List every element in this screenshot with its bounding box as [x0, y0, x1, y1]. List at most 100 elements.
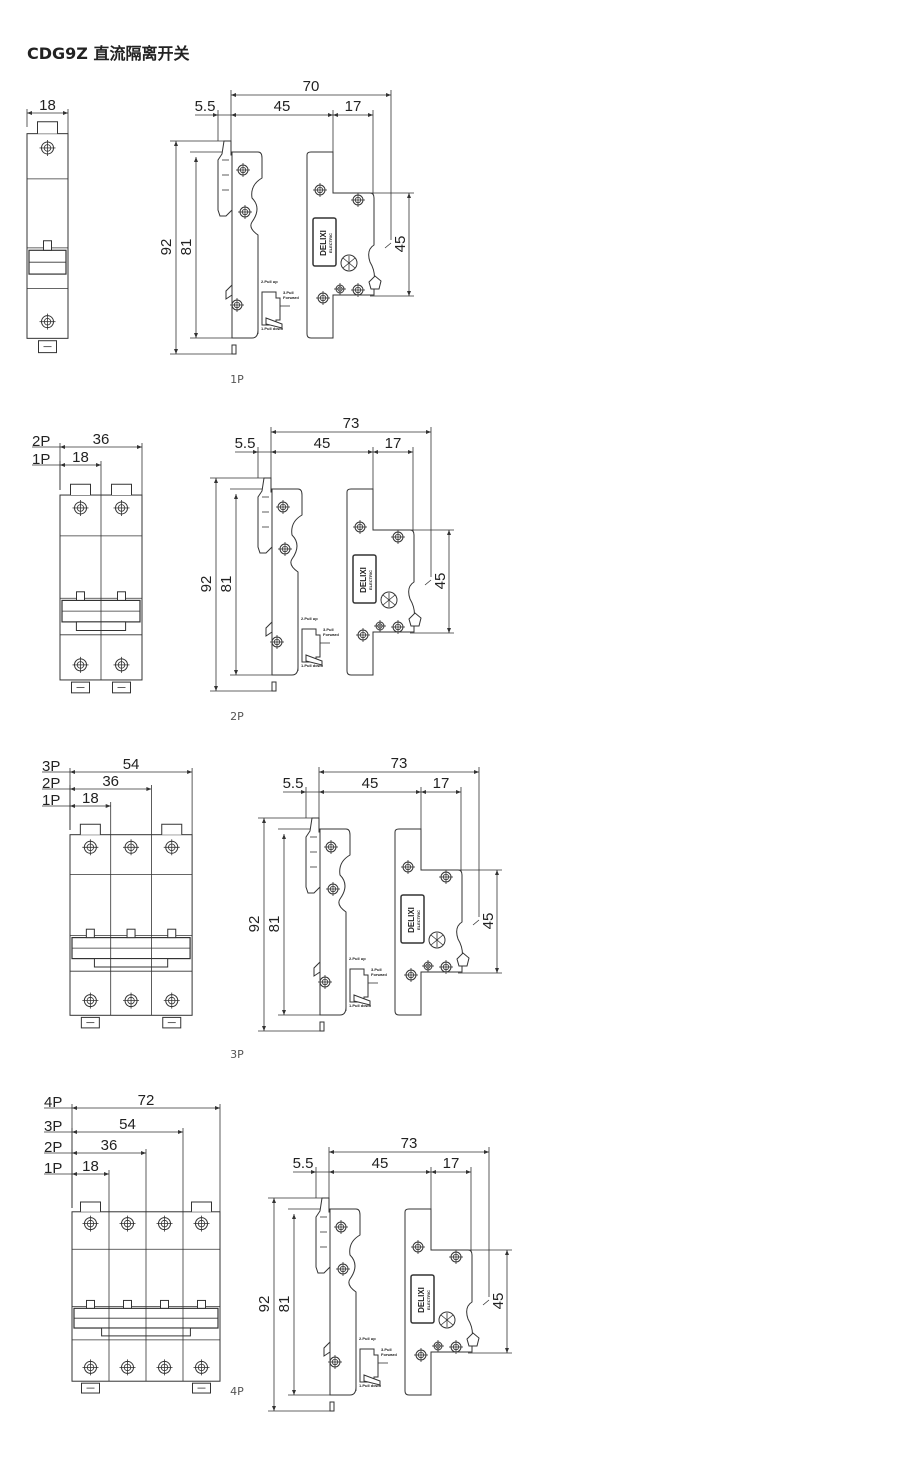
dimension-label: 92: [158, 239, 175, 256]
lever-arm: [305, 654, 323, 666]
terminal-wire: [384, 242, 392, 249]
dimension-label: 17: [385, 435, 402, 452]
screw-icon: [334, 1220, 348, 1234]
pole-label: 3P: [44, 1118, 62, 1135]
arrowhead: [421, 790, 461, 794]
handle-lever: [117, 591, 126, 601]
arrowhead: [213, 113, 218, 117]
brand-sub-label: ELECTRIC: [426, 1290, 431, 1310]
screw-icon: [193, 1359, 210, 1376]
screw-icon: [414, 1348, 428, 1362]
handle-lever: [43, 240, 52, 251]
lever-arm: [363, 1374, 381, 1386]
dimension-label: 54: [123, 756, 140, 773]
screw-icon: [163, 839, 180, 856]
arrowhead: [333, 113, 373, 117]
screw-icon: [156, 1215, 173, 1232]
fan-blades: [342, 256, 356, 270]
arrowhead: [60, 463, 101, 467]
dimension-label: 45: [490, 1293, 507, 1310]
arrowhead: [27, 111, 68, 115]
pole-label: 4P: [44, 1094, 62, 1111]
top-clip: [111, 483, 132, 496]
dimension-label: 45: [392, 236, 409, 253]
dimension-label: 73: [401, 1135, 418, 1152]
screw-icon: [391, 620, 405, 634]
dimension-label: 73: [391, 755, 408, 772]
handle-lever: [126, 928, 136, 939]
dimension-label: 5.5: [195, 98, 216, 115]
screw-icon: [82, 839, 99, 856]
section-caption: 4P: [230, 1385, 244, 1398]
screw-icon: [351, 283, 365, 297]
terminal-wire: [424, 579, 432, 586]
dimension-label: 5.5: [283, 775, 304, 792]
lever-arm: [265, 317, 283, 329]
section-caption: 1P: [230, 373, 244, 386]
dimension-label: 45: [274, 98, 291, 115]
screw-icon: [328, 1355, 342, 1369]
fan-blades: [440, 1313, 454, 1327]
terminal-wire: [472, 919, 480, 926]
top-clip: [70, 483, 91, 496]
pull-forward-label: Forward: [371, 972, 387, 977]
dimension-label: 54: [119, 1116, 136, 1133]
screw-icon: [278, 542, 292, 556]
screw-icon: [318, 975, 332, 989]
arrowhead: [431, 1170, 471, 1174]
dimension-label: 81: [218, 576, 235, 593]
screw-icon: [123, 839, 140, 856]
pole-label: 2P: [42, 775, 60, 792]
lever-arm: [353, 994, 371, 1006]
pole-label: 2P: [32, 433, 50, 450]
handle-lever: [85, 928, 95, 939]
dimension-label: 5.5: [235, 435, 256, 452]
pole-label: 1P: [42, 792, 60, 809]
screw-icon: [163, 992, 180, 1009]
top-clip: [37, 121, 58, 134]
screw-icon: [432, 1340, 444, 1352]
screw-icon: [119, 1359, 136, 1376]
lever-mechanism: [301, 628, 321, 663]
din-clip: [323, 1340, 335, 1412]
dimension-label: 45: [480, 913, 497, 930]
dimension-label: 5.5: [293, 1155, 314, 1172]
screw-icon: [374, 620, 386, 632]
dimension-label: 92: [246, 916, 263, 933]
terminal-lug: [408, 612, 422, 627]
brand-plate: [400, 894, 425, 944]
screw-icon: [326, 882, 340, 896]
pull-forward-label: 3.Pull: [381, 1347, 392, 1352]
screw-icon: [449, 1250, 463, 1264]
screw-icon: [238, 205, 252, 219]
dimension-label: 36: [101, 1137, 118, 1154]
terminal-lug: [368, 275, 382, 290]
pole-label: 1P: [32, 451, 50, 468]
screw-icon: [351, 193, 365, 207]
pull-forward-label: Forward: [283, 295, 299, 300]
arrowhead: [70, 804, 111, 808]
screw-icon: [270, 635, 284, 649]
front-view: 18: [26, 97, 69, 354]
screw-icon: [356, 628, 370, 642]
terminal-lug: [466, 1332, 480, 1347]
screw-icon: [422, 960, 434, 972]
pull-forward-label: 3.Pull: [283, 290, 294, 295]
handle-lever: [197, 1299, 206, 1309]
screw-icon: [82, 1359, 99, 1376]
breaker-body: [26, 133, 69, 339]
screw-icon: [193, 1215, 210, 1232]
dimension-label: 45: [372, 1155, 389, 1172]
pull-up-label: 2.Pull up: [349, 956, 366, 961]
dimension-label: 45: [314, 435, 331, 452]
dimension-label: 45: [432, 573, 449, 590]
pull-up-label: 2.Pull up: [301, 616, 318, 621]
